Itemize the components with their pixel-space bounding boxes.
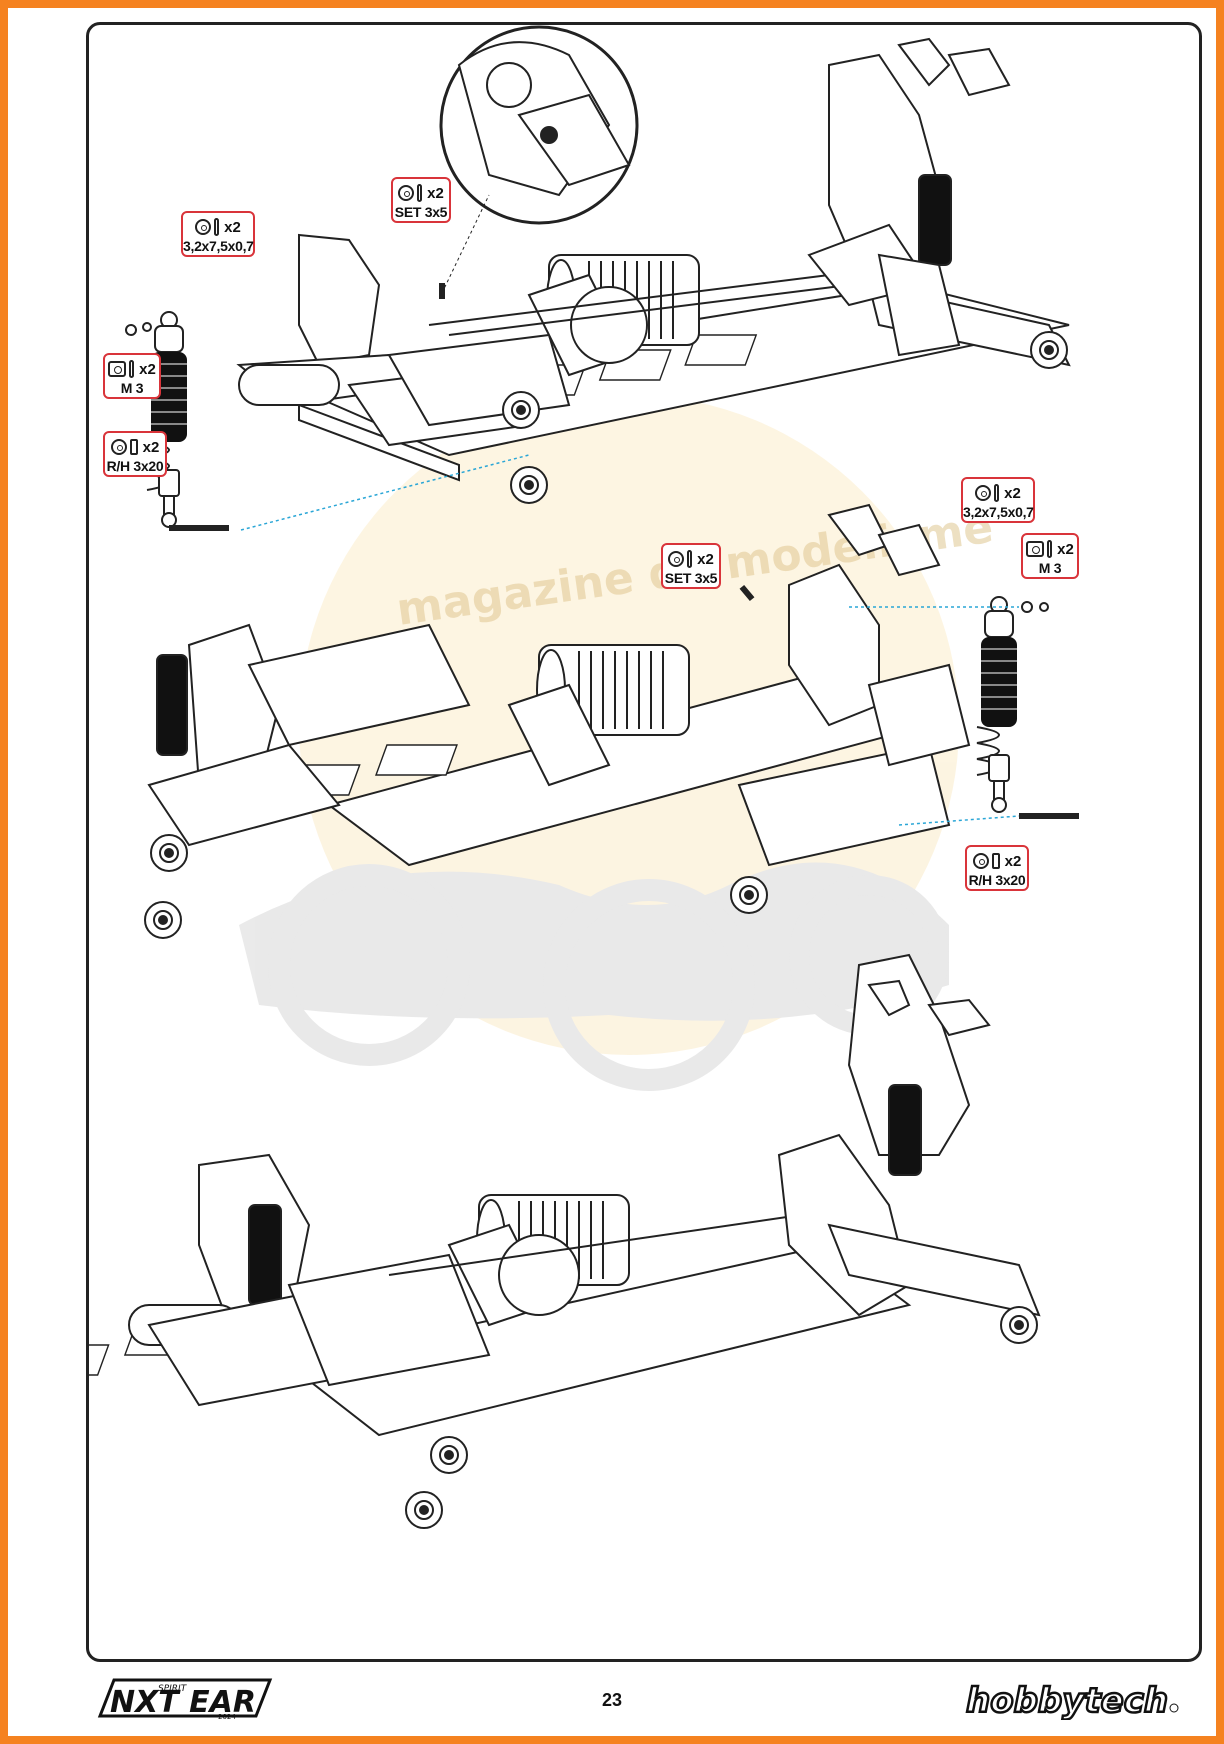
assembly-panel: magazine du modelisme [86, 22, 1202, 1662]
chassis-view-top [236, 37, 1071, 504]
nxtear-logo: NXT EAR SPIRIT 2024 [97, 1678, 273, 1721]
shock-absorber-1 [146, 311, 188, 528]
svg-text:SPIRIT: SPIRIT [158, 1684, 188, 1694]
page-number: 23 [601, 1690, 623, 1710]
nut-side-icon [129, 360, 135, 378]
callout-screw-rear: x2 R/H 3x20 [965, 845, 1029, 891]
hobbytech-logo: hobbytech [965, 1680, 1179, 1720]
assembly-illustration: magazine du modelisme [89, 25, 1079, 1529]
chassis-view-bottom [89, 953, 1041, 1529]
shim-icon [994, 484, 1000, 502]
nut-side-icon [1047, 540, 1053, 558]
callout-nut-rear: x2 M 3 [1021, 533, 1079, 579]
screw-part-2 [1019, 813, 1079, 819]
callout-nut-front: x2 M 3 [103, 353, 161, 399]
screw-part-1 [169, 525, 229, 531]
chassis-view-middle [144, 503, 971, 939]
screw-head-icon [972, 853, 989, 869]
detail-inset [439, 25, 639, 225]
shim-icon [214, 218, 220, 236]
nut-icon [1026, 541, 1045, 557]
svg-text:hobbytech: hobbytech [966, 1681, 1168, 1720]
set-screw-icon [687, 550, 693, 568]
screw-head-icon [110, 439, 127, 455]
washer-icon [668, 551, 685, 567]
svg-text:NXT EAR: NXT EAR [110, 1685, 256, 1720]
washer-icon [975, 485, 992, 501]
callout-set-screw-front: x2 SET 3x5 [391, 177, 451, 223]
svg-text:2024: 2024 [218, 1713, 236, 1721]
callout-screw-front: x2 R/H 3x20 [103, 431, 167, 477]
nut-icon [108, 361, 127, 377]
callout-washer-front: x2 3,2x7,5x0,7 [181, 211, 255, 257]
washer-icon [195, 219, 212, 235]
screw-icon [991, 853, 1000, 869]
shock-absorber-2 [976, 596, 1018, 813]
screw-icon [129, 439, 138, 455]
callout-washer-rear: x2 3,2x7,5x0,7 [961, 477, 1035, 523]
callout-set-screw-rear: x2 SET 3x5 [661, 543, 721, 589]
set-screw-icon [417, 184, 423, 202]
washer-icon [398, 185, 415, 201]
